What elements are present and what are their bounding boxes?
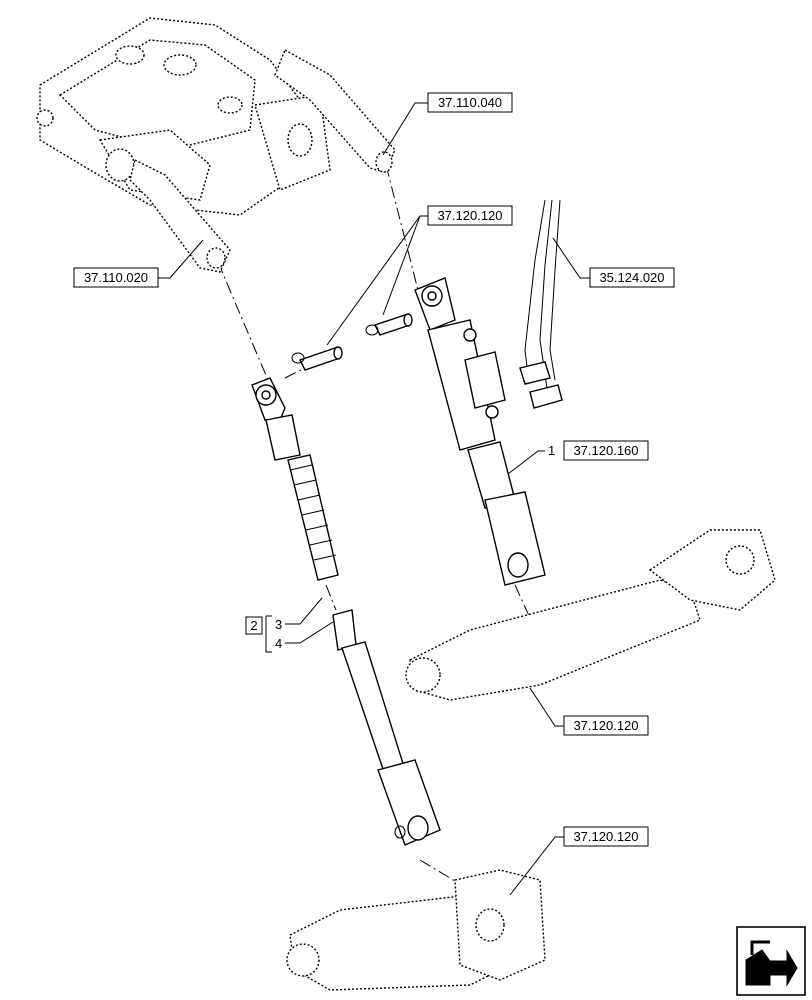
lift-arm-left — [129, 158, 231, 273]
ref-lift-housing[interactable]: 37.110.020 — [73, 239, 204, 288]
callout-4: 4 — [275, 636, 282, 651]
svg-text:37.120.160: 37.120.160 — [573, 443, 638, 458]
lift-housing — [36, 17, 331, 216]
adjustable-rod-lower — [332, 609, 441, 846]
svg-text:37.120.120: 37.120.120 — [573, 718, 638, 733]
ref-lower-link-right[interactable]: 37.120.120 — [529, 687, 649, 736]
ref-hoses[interactable]: 35.124.020 — [552, 237, 675, 288]
ref-lift-cylinder[interactable]: 37.120.160 1 — [507, 440, 649, 475]
callout-3: 3 — [275, 617, 282, 632]
hoses — [519, 199, 563, 409]
callout-1: 1 — [548, 443, 555, 458]
svg-text:35.124.020: 35.124.020 — [599, 270, 664, 285]
lower-link-left — [286, 869, 546, 991]
pin-left — [291, 346, 343, 371]
arrow-navigation-icon[interactable] — [736, 926, 806, 996]
lower-link-right — [405, 529, 776, 701]
adjustable-rod-upper — [251, 377, 339, 581]
ref-lower-link-left[interactable]: 37.120.120 — [509, 826, 649, 896]
ref-lift-arms[interactable]: 37.110.040 — [382, 92, 513, 156]
group-callout: 2 3 4 — [245, 597, 334, 653]
lift-arm-right — [274, 49, 396, 173]
lift-cylinder — [414, 277, 546, 586]
pin-right — [365, 313, 413, 336]
svg-text:37.120.120: 37.120.120 — [573, 829, 638, 844]
svg-text:37.110.020: 37.110.020 — [84, 270, 148, 285]
svg-text:37.120.120: 37.120.120 — [437, 208, 502, 223]
callout-2: 2 — [250, 618, 257, 633]
svg-text:37.110.040: 37.110.040 — [438, 95, 502, 110]
ref-pins[interactable]: 37.120.120 — [326, 205, 513, 346]
